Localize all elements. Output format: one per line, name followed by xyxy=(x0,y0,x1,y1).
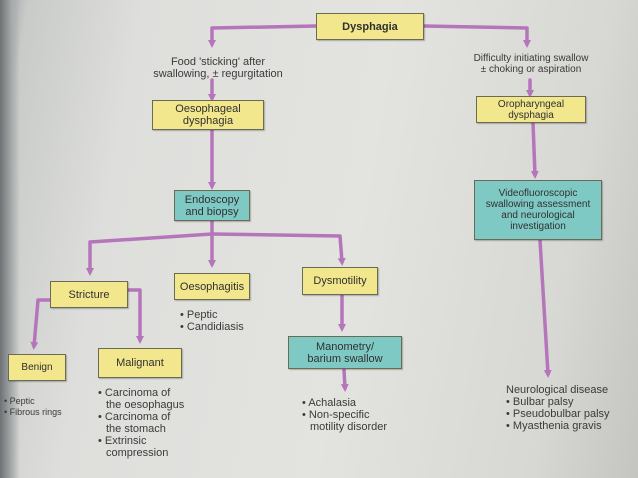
list-benign-causes: Peptic Fibrous rings xyxy=(4,396,62,418)
node-benign: Benign xyxy=(8,354,66,381)
list-item-cont: compression xyxy=(106,447,169,459)
node-endoscopy: Endoscopy and biopsy xyxy=(174,190,250,221)
node-dysphagia-label: Dysphagia xyxy=(342,20,398,33)
node-malignant-label: Malignant xyxy=(116,357,164,369)
list-oesophagitis-causes: Peptic Candidiasis xyxy=(180,309,244,333)
node-video-line2: swallowing assessment xyxy=(485,199,591,210)
arrow-to-videofluoroscopic xyxy=(530,121,539,179)
arrow-dysphagia-to-food-sticking xyxy=(208,24,318,48)
list-malignant-causes: • Carcinoma of the oesophagus • Carcinom… xyxy=(98,387,184,459)
node-video-line1: Videofluoroscopic xyxy=(498,188,578,199)
node-manometry-line2: barium swallow xyxy=(307,352,383,365)
node-oesophagitis-label: Oesophagitis xyxy=(179,280,245,293)
node-benign-label: Benign xyxy=(21,361,53,373)
arrow-dysphagia-to-difficulty xyxy=(422,24,531,48)
node-stricture: Stricture xyxy=(50,281,128,308)
arrow-to-achalasia xyxy=(340,368,349,392)
label-food-sticking-line2: swallowing, ± regurgitation xyxy=(153,68,283,80)
label-food-sticking: Food 'sticking' after swallowing, ± regu… xyxy=(148,56,288,80)
label-difficulty-line2: ± choking or aspiration xyxy=(480,64,582,75)
list-item: • Non-specific xyxy=(302,409,370,421)
node-video-line4: investigation xyxy=(510,221,566,232)
node-endoscopy-line2: and biopsy xyxy=(185,205,239,218)
list-item: • Carcinoma of xyxy=(98,387,171,399)
node-oropharyngeal-dysphagia: Oropharyngeal dysphagia xyxy=(476,96,586,123)
node-videofluoroscopic: Videofluoroscopic swallowing assessment … xyxy=(474,180,602,240)
list-item: Peptic xyxy=(180,309,244,321)
arrow-to-malignant xyxy=(126,288,144,344)
list-dysmotility-findings: • Achalasia • Non-specific motility diso… xyxy=(302,397,387,433)
list-item: • Extrinsic xyxy=(98,435,147,447)
node-oesophageal-line2: dysphagia xyxy=(182,115,234,127)
label-food-sticking-line1: Food 'sticking' after xyxy=(170,56,266,68)
list-item-cont: the stomach xyxy=(106,423,166,435)
list-item: • Bulbar palsy xyxy=(506,396,574,408)
list-item: • Carcinoma of xyxy=(98,411,171,423)
list-item-cont: motility disorder xyxy=(310,421,388,433)
list-item: • Myasthenia gravis xyxy=(506,420,602,432)
arrow-to-stricture xyxy=(86,220,214,276)
list-neurological-disease: Neurological disease • Bulbar palsy • Ps… xyxy=(506,384,610,432)
node-endoscopy-line1: Endoscopy xyxy=(184,193,240,206)
node-video-line3: and neurological xyxy=(501,210,575,221)
arrow-to-dysmotility xyxy=(210,232,346,266)
node-oropharyngeal-line1: Oropharyngeal xyxy=(497,98,565,110)
node-manometry: Manometry/ barium swallow xyxy=(288,336,402,369)
list-item: • Achalasia xyxy=(302,397,357,409)
node-oesophagitis: Oesophagitis xyxy=(174,273,250,300)
node-oropharyngeal-line2: dysphagia xyxy=(508,109,554,121)
arrow-to-neurological xyxy=(538,238,552,378)
node-stricture-label: Stricture xyxy=(68,288,110,301)
list-item-cont: the oesophagus xyxy=(106,399,185,411)
neurological-title: Neurological disease xyxy=(506,384,609,396)
list-item: Fibrous rings xyxy=(4,407,62,418)
list-item: Candidiasis xyxy=(180,321,244,333)
list-item: Peptic xyxy=(4,396,62,407)
label-difficulty-initiating: Difficulty initiating swallow ± choking … xyxy=(456,53,606,75)
node-malignant: Malignant xyxy=(98,348,182,378)
node-dysphagia: Dysphagia xyxy=(316,13,424,40)
node-dysmotility-label: Dysmotility xyxy=(313,275,367,287)
list-item: • Pseudobulbar palsy xyxy=(506,408,610,420)
node-oesophageal-line1: Oesophageal xyxy=(175,103,241,115)
node-dysmotility: Dysmotility xyxy=(302,267,378,295)
node-oesophageal-dysphagia: Oesophageal dysphagia xyxy=(152,100,264,130)
node-manometry-line1: Manometry/ xyxy=(315,340,375,353)
label-difficulty-line1: Difficulty initiating swallow xyxy=(473,53,589,64)
